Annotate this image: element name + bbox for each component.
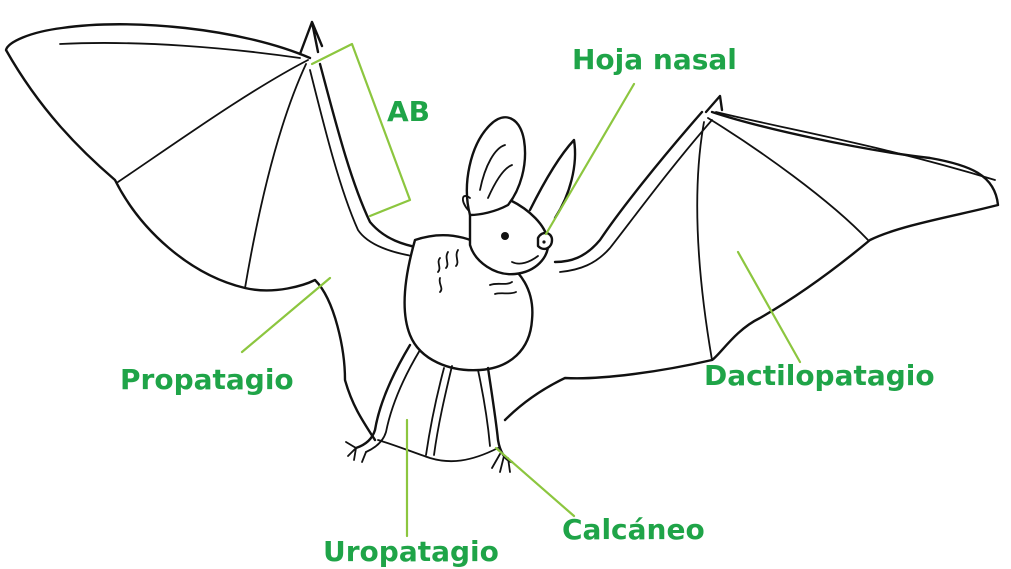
right-wing-finger-2 (697, 122, 712, 360)
label-hoja-nasal: Hoja nasal (572, 46, 737, 74)
bat-illustration (6, 22, 998, 472)
bat-nostril (542, 240, 545, 243)
label-ab: AB (387, 98, 430, 126)
left-wing-finger-1 (118, 60, 308, 182)
right-wing-finger-1 (708, 118, 868, 240)
bat-eye (501, 232, 509, 240)
leader-calcaneo (496, 448, 574, 516)
right-wing-arm-inner (560, 120, 712, 272)
label-calcaneo: Calcáneo (562, 516, 705, 544)
right-leg (488, 368, 512, 462)
bat-ear-back (530, 140, 575, 218)
left-wing-finger-2 (245, 64, 306, 288)
right-leg-inner (478, 370, 490, 446)
label-propatagio: Propatagio (120, 366, 294, 394)
bat-ear (467, 117, 525, 215)
ab-bracket (312, 44, 410, 216)
right-thumb (706, 96, 722, 112)
tail-bone (426, 366, 452, 455)
left-wing-finger-3 (60, 43, 300, 58)
label-dactilopatagio: Dactilopatagio (704, 362, 935, 390)
label-uropatagio: Uropatagio (323, 538, 499, 566)
left-leg (356, 345, 410, 448)
right-wing-arm (555, 112, 702, 262)
leader-dactilopatagio (738, 252, 800, 362)
uropatagium-edge (378, 440, 498, 461)
left-thumb (300, 22, 322, 54)
